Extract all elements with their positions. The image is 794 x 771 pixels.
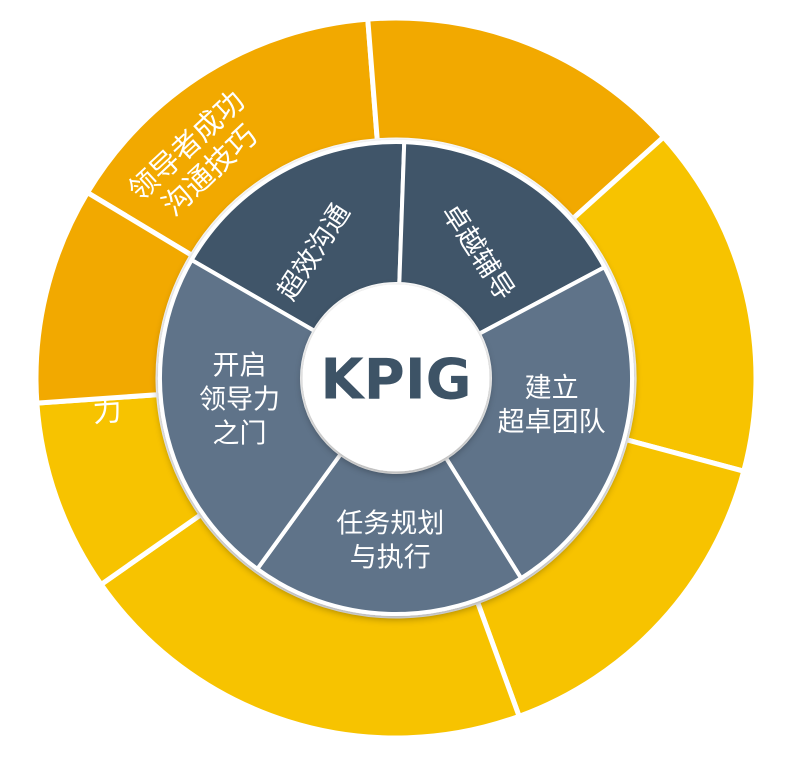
inner-label-line: 与执行 — [350, 542, 431, 573]
inner-label-line: 开启 — [213, 350, 267, 381]
inner-label-line: 建立 — [525, 373, 579, 404]
inner-segment-kaiqi-lingdaoli — [158, 257, 344, 572]
center-label: KPIG — [320, 348, 471, 413]
inner-segment-chaoxiao-goutong — [188, 140, 407, 334]
inner-segment-jianli-chaozhuo-tuandui — [443, 264, 634, 581]
outer-ring: 最佳绩效辅导授权技巧适应型领导利用策略影响他人提升管理执行力领导者成功沟通技巧 — [33, 15, 759, 741]
inner-label-line: 任务规划 — [336, 508, 444, 539]
center-hub: KPIG — [302, 284, 490, 472]
inner-segment-renwu-guihua — [254, 451, 524, 616]
inner-label-line: 之门 — [213, 418, 267, 449]
center-circle — [302, 284, 490, 472]
inner-label-line: 领导力 — [199, 384, 280, 415]
inner-label-line: 超卓团队 — [498, 407, 606, 438]
inner-segment-zhuoyue-fudao — [397, 140, 608, 337]
inner-ring: 超效沟通卓越辅导建立超卓团队任务规划与执行开启领导力之门 — [158, 140, 634, 616]
